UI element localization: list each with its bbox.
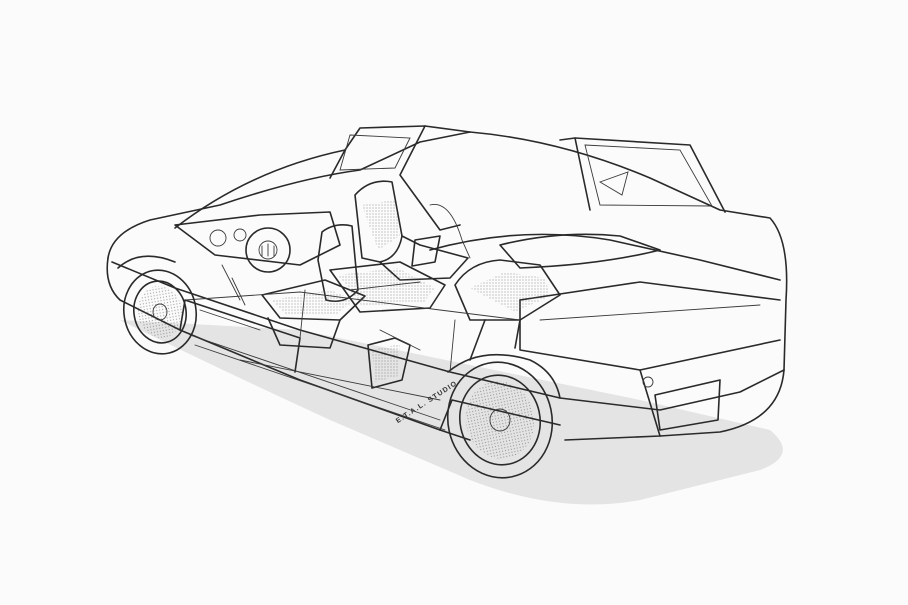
rear-wheel xyxy=(446,353,561,479)
rear-seats xyxy=(367,235,561,389)
center-console xyxy=(329,261,446,313)
dashboard xyxy=(174,211,341,306)
front-wheel xyxy=(117,255,197,355)
floor-pan xyxy=(184,291,521,401)
car-body xyxy=(106,125,788,441)
door-lines xyxy=(299,289,456,373)
ground-shadow xyxy=(120,320,783,505)
